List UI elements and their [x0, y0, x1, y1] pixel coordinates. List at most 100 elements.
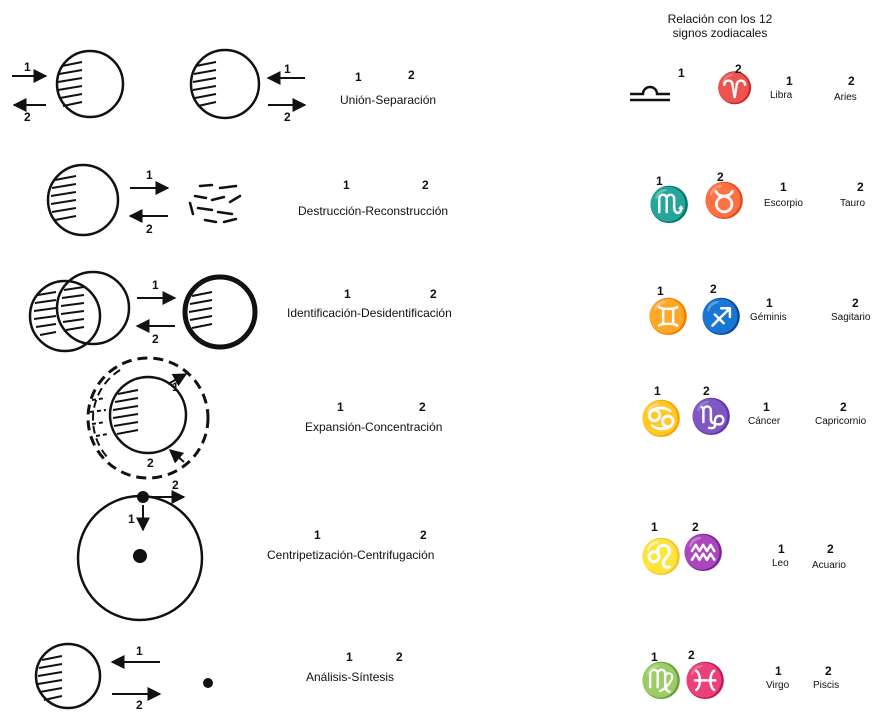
concept-label: Análisis-Síntesis: [306, 670, 394, 684]
glyph-number-1: 1: [678, 66, 685, 80]
concept-number-1: 1: [343, 178, 350, 192]
zodiac-header-line2: signos zodiacales: [650, 26, 790, 40]
concept-label: Expansión-Concentración: [305, 420, 442, 434]
sign-number-2: 2: [848, 74, 855, 88]
circle: [36, 644, 100, 708]
arrow-label: 1: [152, 278, 159, 292]
capricorn-icon: ♑: [690, 400, 732, 434]
concept-label: Unión-Separación: [340, 93, 436, 107]
circle-a: [30, 281, 100, 351]
arrow-label: 1: [284, 62, 291, 76]
arrow-label: 2: [284, 110, 291, 124]
concept-number-2: 2: [420, 528, 427, 542]
glyph-number-2: 2: [710, 282, 717, 296]
concept-number-2: 2: [422, 178, 429, 192]
sign-name-1: Géminis: [750, 312, 787, 323]
libra-icon: [630, 87, 670, 100]
arrow-label: 2: [146, 222, 153, 236]
hatching: [193, 62, 216, 106]
glyph-number-1: 1: [651, 520, 658, 534]
arrow-label: 2: [172, 478, 179, 492]
concept-number-1: 1: [337, 400, 344, 414]
virgo-icon: ♍: [640, 664, 682, 698]
arrow-label: 1: [136, 644, 143, 658]
zodiac-header: Relación con los 12 signos zodiacales: [650, 12, 790, 40]
sign-number-1: 1: [763, 400, 770, 414]
circle-left-1: [57, 51, 123, 117]
glyph-number-2: 2: [692, 520, 699, 534]
sign-name-1: Libra: [770, 90, 792, 101]
sign-name-1: Virgo: [766, 680, 789, 691]
sign-number-2: 2: [857, 180, 864, 194]
hatching: [51, 176, 76, 220]
sign-number-1: 1: [780, 180, 787, 194]
concept-number-1: 1: [314, 528, 321, 542]
sign-number-2: 2: [840, 400, 847, 414]
concept-number-2: 2: [419, 400, 426, 414]
leo-icon: ♌: [640, 540, 682, 574]
glyph-number-1: 1: [654, 384, 661, 398]
sagittarius-icon: ♐: [700, 300, 742, 334]
arrow-label: 1: [146, 168, 153, 182]
taurus-icon: ♉: [703, 184, 745, 218]
glyph-number-1: 1: [657, 284, 664, 298]
aquarius-icon: ♒: [682, 536, 724, 570]
scorpio-icon: ♏: [648, 188, 690, 222]
analysis-diagram: [36, 644, 213, 708]
center-dot: [133, 549, 147, 563]
sign-name-2: Piscis: [813, 680, 839, 691]
concept-number-1: 1: [344, 287, 351, 301]
sign-name-1: Cáncer: [748, 416, 780, 427]
concept-number-2: 2: [408, 68, 415, 82]
concept-number-2: 2: [396, 650, 403, 664]
sign-name-2: Aries: [834, 92, 857, 103]
sign-name-1: Escorpio: [764, 198, 803, 209]
dashed-arc: [93, 370, 120, 458]
sign-number-1: 1: [766, 296, 773, 310]
sign-number-2: 2: [827, 542, 834, 556]
arrow-label: 2: [24, 110, 31, 124]
sign-name-1: Leo: [772, 558, 789, 569]
glyph-number-2: 2: [688, 648, 695, 662]
sign-name-2: Acuario: [812, 560, 846, 571]
top-dot: [137, 491, 149, 503]
gemini-icon: ♊: [647, 300, 689, 334]
fragments: [190, 185, 240, 222]
arrow-label: 1: [128, 512, 135, 526]
arrow-label: 1: [24, 60, 31, 74]
identification-diagram: [30, 272, 255, 351]
concept-label: Destrucción-Reconstrucción: [298, 204, 448, 218]
destruction-reconstruction-diagram: [48, 165, 240, 235]
arrow-label: 2: [152, 332, 159, 346]
circle-b: [57, 272, 129, 344]
arrow-label: 1: [172, 380, 179, 394]
sign-name-2: Capricornio: [815, 416, 866, 427]
concept-label: Identificación-Desidentificación: [287, 306, 452, 320]
dot: [203, 678, 213, 688]
sign-name-2: Sagitario: [831, 312, 870, 323]
glyph-number-2: 2: [703, 384, 710, 398]
cancer-icon: ♋: [640, 402, 682, 436]
union-separation-diagram: [12, 50, 305, 118]
arrow-contract: [170, 450, 184, 462]
circle-right-1: [191, 50, 259, 118]
circle: [48, 165, 118, 235]
sign-number-1: 1: [778, 542, 785, 556]
sign-number-2: 2: [825, 664, 832, 678]
concept-number-1: 1: [355, 70, 362, 84]
pisces-icon: ♓: [684, 664, 726, 698]
concept-label: Centripetización-Centrifugación: [267, 548, 434, 562]
sign-name-2: Tauro: [840, 198, 865, 209]
sign-number-1: 1: [786, 74, 793, 88]
arrow-label: 2: [136, 698, 143, 712]
concept-number-2: 2: [430, 287, 437, 301]
centripetal-diagram: [78, 491, 202, 620]
arrow-label: 2: [147, 456, 154, 470]
sign-number-2: 2: [852, 296, 859, 310]
aries-icon: ♈: [716, 72, 753, 106]
circle-bold: [185, 277, 255, 347]
glyph-number-2: 2: [735, 62, 742, 76]
hatching: [189, 292, 212, 328]
zodiac-header-line1: Relación con los 12: [650, 12, 790, 26]
